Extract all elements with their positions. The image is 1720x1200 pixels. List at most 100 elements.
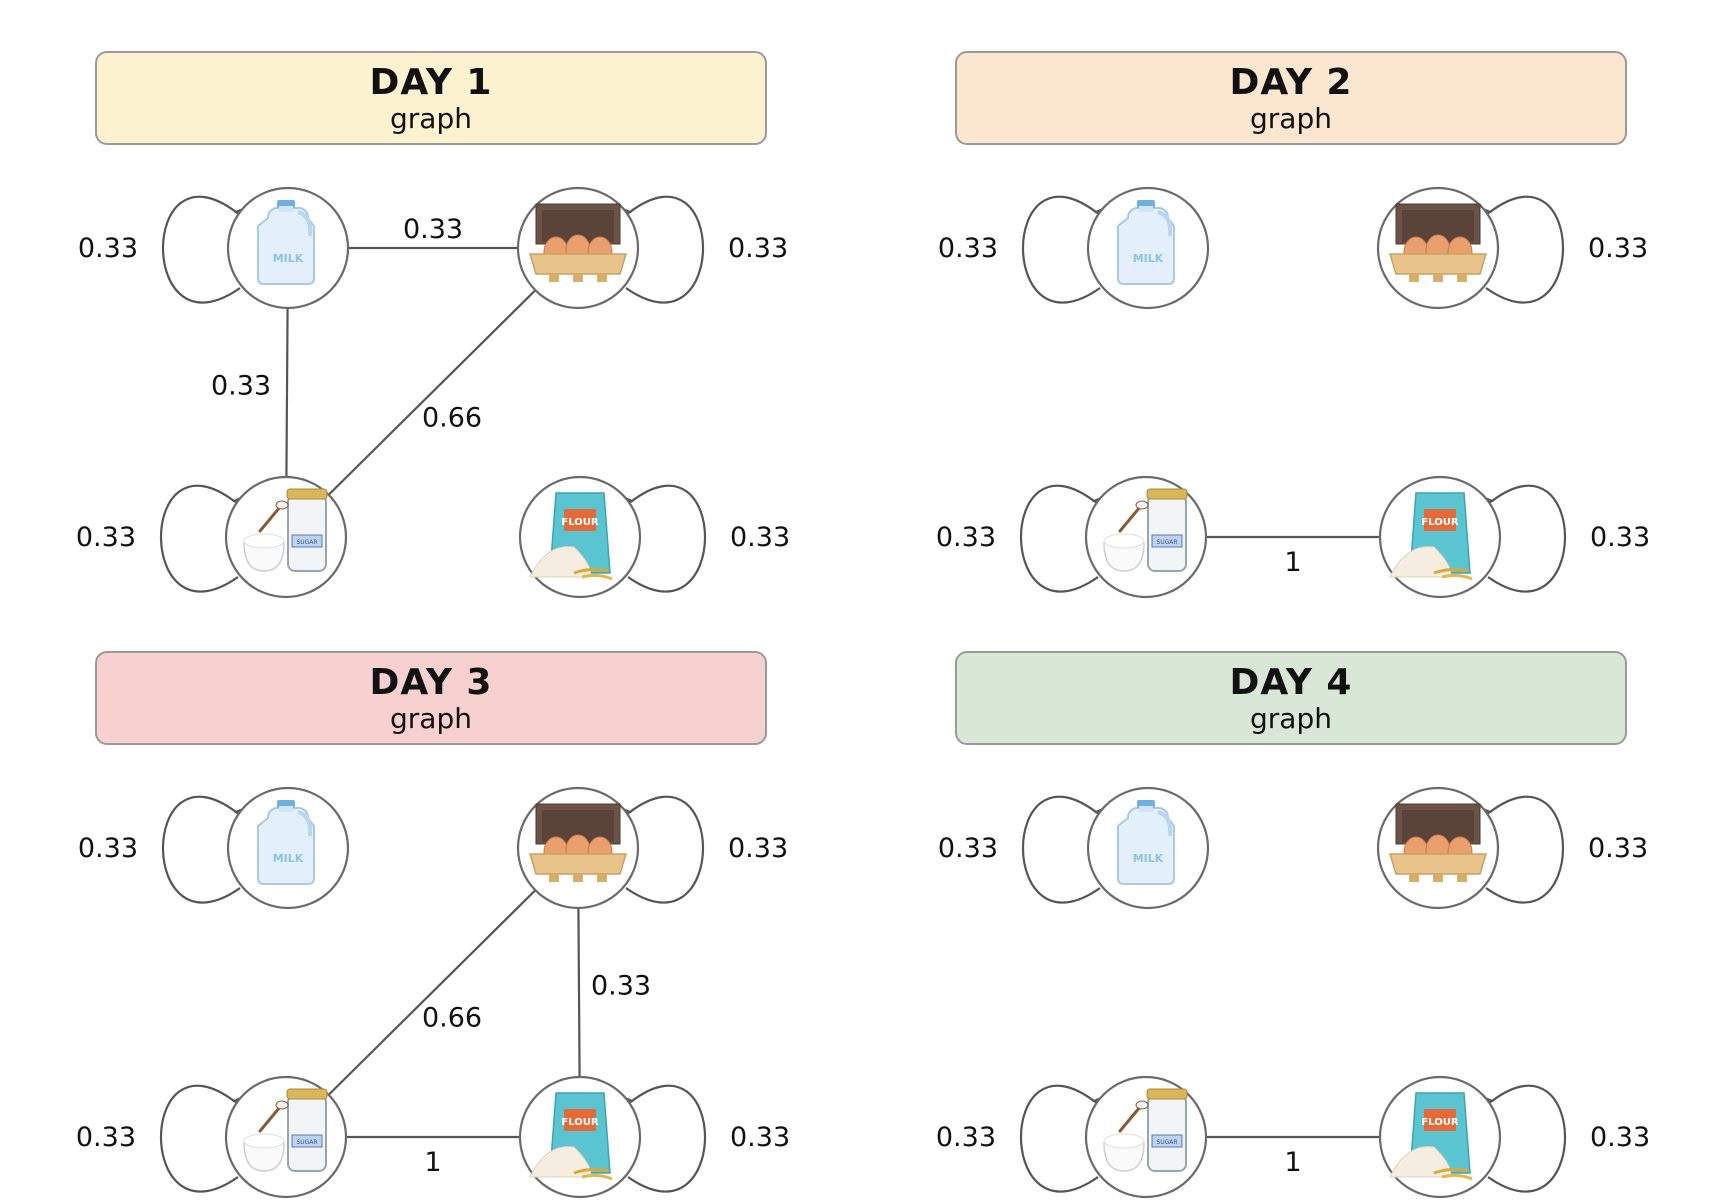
egg-carton-icon xyxy=(1388,803,1488,882)
eggs-loop-weight: 0.33 xyxy=(1588,233,1648,264)
day-1-subtitle: graph xyxy=(390,102,472,135)
edge-eggs-sugar xyxy=(285,847,579,1138)
eggs-self-loop xyxy=(1485,795,1565,904)
flour-label: FLOUR xyxy=(1421,517,1458,528)
milk-jug-icon: MILK xyxy=(1117,800,1175,885)
day-3-header: DAY 3 graph xyxy=(95,651,767,745)
edge-eggs-sugar xyxy=(285,247,579,538)
flour-label: FLOUR xyxy=(1421,1117,1458,1128)
milk-label: MILK xyxy=(273,852,304,865)
sugar-label: SUGAR xyxy=(1156,539,1177,546)
eggs-self-loop xyxy=(1485,195,1565,304)
flour-label: FLOUR xyxy=(561,517,598,528)
flour-loop-weight: 0.33 xyxy=(730,1122,790,1153)
sugar-node-circle xyxy=(224,1075,348,1199)
node-eggs: 0.33 xyxy=(1376,186,1648,310)
milk-self-loop xyxy=(1021,795,1101,904)
sugar-jar-icon: SUGAR xyxy=(243,488,328,572)
flour-bag-icon: FLOUR xyxy=(1389,1092,1473,1181)
node-flour: 0.33 FLOUR xyxy=(1378,1075,1650,1199)
sugar-self-loop xyxy=(1019,484,1099,593)
flour-label: FLOUR xyxy=(561,1117,598,1128)
day-1-title: DAY 1 xyxy=(369,62,493,103)
node-flour: 0.33 FLOUR xyxy=(1378,475,1650,599)
milk-self-loop xyxy=(161,795,241,904)
day-2-title: DAY 2 xyxy=(1229,62,1353,103)
eggs-loop-weight: 0.33 xyxy=(728,233,788,264)
eggs-self-loop xyxy=(625,795,705,904)
sugar-label: SUGAR xyxy=(296,1139,317,1146)
flour-self-loop xyxy=(1487,1084,1567,1193)
sugar-node-circle xyxy=(224,475,348,599)
sugar-self-loop xyxy=(159,484,239,593)
milk-self-loop xyxy=(1021,195,1101,304)
flour-self-loop xyxy=(627,484,707,593)
sugar-jar-icon: SUGAR xyxy=(1103,488,1188,572)
flour-loop-weight: 0.33 xyxy=(1590,522,1650,553)
day-1-header: DAY 1 graph xyxy=(95,51,767,145)
node-eggs: 0.33 xyxy=(516,786,788,910)
sugar-self-loop xyxy=(159,1084,239,1193)
eggs-loop-weight: 0.33 xyxy=(1588,833,1648,864)
milk-loop-weight: 0.33 xyxy=(938,233,998,264)
node-eggs: 0.33 xyxy=(1376,786,1648,910)
edge-weight-sugar-flour: 1 xyxy=(1284,547,1301,578)
day-3-title: DAY 3 xyxy=(369,662,493,703)
sugar-loop-weight: 0.33 xyxy=(936,522,996,553)
egg-carton-icon xyxy=(528,803,628,882)
eggs-loop-weight: 0.33 xyxy=(728,833,788,864)
edge-weight-eggs-sugar: 0.66 xyxy=(422,403,482,434)
flour-loop-weight: 0.33 xyxy=(730,522,790,553)
milk-jug-icon: MILK xyxy=(257,200,315,285)
day-4-title: DAY 4 xyxy=(1229,662,1353,703)
sugar-jar-icon: SUGAR xyxy=(243,1088,328,1172)
sugar-label: SUGAR xyxy=(1156,1139,1177,1146)
milk-loop-weight: 0.33 xyxy=(938,833,998,864)
edge-weight-eggs-sugar: 0.66 xyxy=(422,1003,482,1034)
flour-bag-icon: FLOUR xyxy=(529,1092,613,1181)
edge-weight-eggs-flour: 0.33 xyxy=(591,971,651,1002)
sugar-loop-weight: 0.33 xyxy=(76,1122,136,1153)
node-flour: 0.33 FLOUR xyxy=(518,1075,790,1199)
egg-carton-icon xyxy=(1388,203,1488,282)
edge-weight-milk-eggs: 0.33 xyxy=(403,214,463,245)
sugar-label: SUGAR xyxy=(296,539,317,546)
edge-weight-sugar-flour: 1 xyxy=(424,1147,441,1178)
flour-bag-icon: FLOUR xyxy=(529,492,613,581)
egg-carton-icon xyxy=(528,203,628,282)
sugar-node-circle xyxy=(1084,1075,1208,1199)
milk-loop-weight: 0.33 xyxy=(78,833,138,864)
flour-loop-weight: 0.33 xyxy=(1590,1122,1650,1153)
milk-label: MILK xyxy=(273,252,304,265)
milk-jug-icon: MILK xyxy=(1117,200,1175,285)
eggs-self-loop xyxy=(625,195,705,304)
milk-loop-weight: 0.33 xyxy=(78,233,138,264)
sugar-node-circle xyxy=(1084,475,1208,599)
day-4-subtitle: graph xyxy=(1250,702,1332,735)
sugar-loop-weight: 0.33 xyxy=(936,1122,996,1153)
milk-label: MILK xyxy=(1133,252,1164,265)
sugar-jar-icon: SUGAR xyxy=(1103,1088,1188,1172)
node-flour: 0.33 FLOUR xyxy=(518,475,790,599)
node-milk: 0.33 MILK xyxy=(938,786,1210,910)
node-eggs: 0.33 xyxy=(516,186,788,310)
day-2-header: DAY 2 graph xyxy=(955,51,1627,145)
edge-weight-sugar-flour: 1 xyxy=(1284,1147,1301,1178)
sugar-self-loop xyxy=(1019,1084,1099,1193)
flour-self-loop xyxy=(627,1084,707,1193)
sugar-loop-weight: 0.33 xyxy=(76,522,136,553)
